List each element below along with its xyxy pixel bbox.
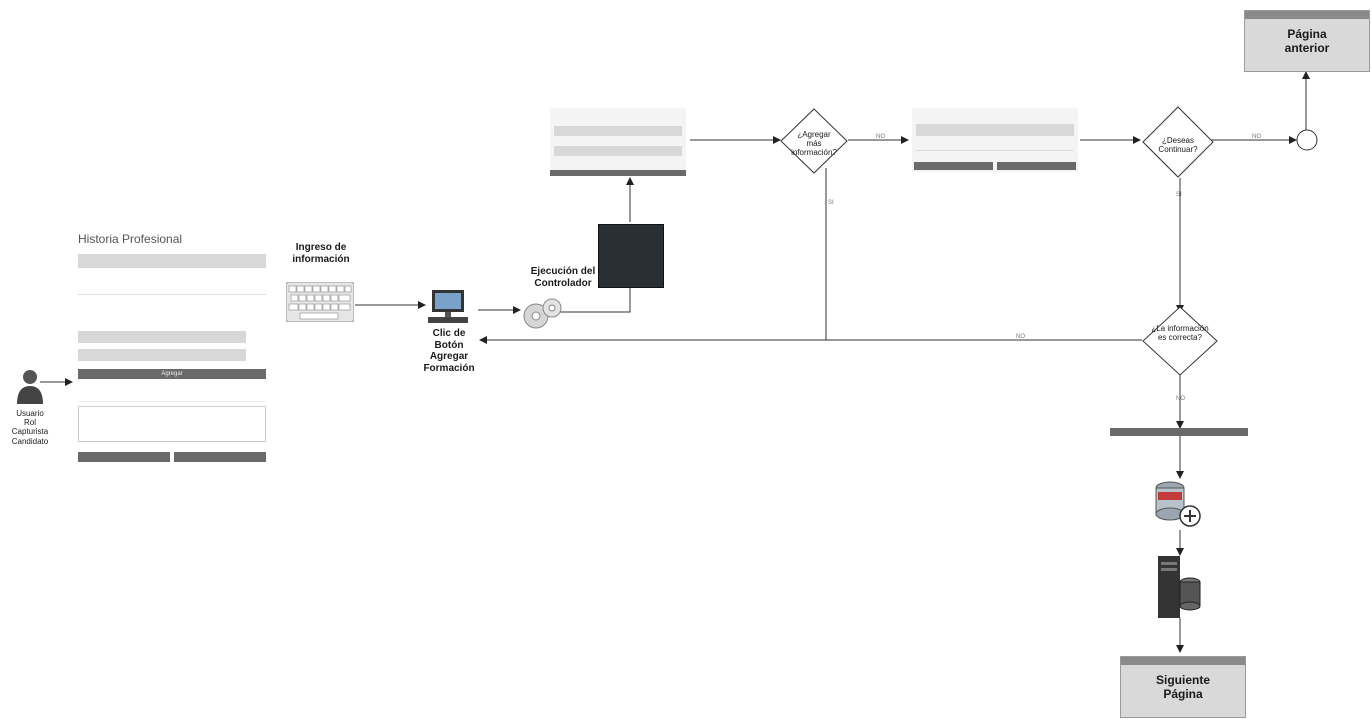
panel2-button-right[interactable] xyxy=(997,162,1076,170)
next-page-box: Siguiente Página xyxy=(1120,656,1246,718)
panel1-bar xyxy=(550,170,686,176)
computer-icon xyxy=(428,290,468,324)
result-panel-1 xyxy=(550,108,686,176)
form-hint-2 xyxy=(78,389,266,402)
controller-step-label: Ejecución del Controlador xyxy=(530,266,596,289)
click-step-label: Clic de Botón Agregar Formación xyxy=(423,328,475,374)
flow-label-continue-yes: SI xyxy=(1176,192,1182,198)
form-button-right[interactable] xyxy=(174,452,266,462)
decision-more-info-label: ¿Agregar más información? xyxy=(791,130,837,158)
add-button[interactable]: Agregar xyxy=(78,369,266,379)
decision-more-info xyxy=(780,108,848,174)
form-textarea[interactable] xyxy=(78,406,266,442)
save-bar xyxy=(1110,428,1248,436)
result-panel-2 xyxy=(912,108,1078,172)
actor-label: Usuario Rol Capturista Candidato xyxy=(11,409,49,446)
actor-node: Usuario Rol Capturista Candidato xyxy=(10,368,50,446)
code-screen-icon xyxy=(598,224,664,288)
decision-continue xyxy=(1142,106,1214,178)
form-list-item-1 xyxy=(78,331,246,343)
flow-label-more-no: NO xyxy=(876,134,885,140)
panel2-row xyxy=(916,142,1074,151)
panel2-field[interactable] xyxy=(916,124,1074,136)
database-add-icon xyxy=(1155,481,1201,527)
decision-correct-label: ¿La información es correcta? xyxy=(1151,324,1209,343)
form-field-1[interactable] xyxy=(78,254,266,268)
flow-label-correct-down: NO xyxy=(1176,396,1185,402)
panel1-field[interactable] xyxy=(554,126,682,136)
decision-correct xyxy=(1142,306,1218,376)
flow-label-continue-no: NO xyxy=(1252,134,1261,140)
end-circle xyxy=(1296,129,1318,151)
form-list-item-2 xyxy=(78,349,246,361)
previous-page-box: Página anterior xyxy=(1244,10,1370,72)
input-step-label: Ingreso de información xyxy=(292,242,350,265)
decision-continue-label: ¿Deseas Continuar? xyxy=(1158,136,1198,155)
panel2-button-left[interactable] xyxy=(914,162,993,170)
server-database-icon xyxy=(1158,556,1201,618)
form-hint xyxy=(78,276,266,295)
form-mockup: Historia Profesional Agregar xyxy=(78,232,266,462)
form-title: Historia Profesional xyxy=(78,232,183,246)
form-button-left[interactable] xyxy=(78,452,170,462)
edge-controller-server xyxy=(560,285,631,313)
flow-label-correct-no: NO xyxy=(1016,334,1025,340)
flow-label-more-yes: SI xyxy=(828,200,834,206)
panel1-list-item xyxy=(554,146,682,156)
gears-icon xyxy=(520,296,564,332)
user-icon xyxy=(17,370,43,404)
keyboard-icon xyxy=(285,281,355,323)
previous-page-label: Página anterior xyxy=(1284,27,1330,56)
next-page-label: Siguiente Página xyxy=(1155,673,1210,702)
